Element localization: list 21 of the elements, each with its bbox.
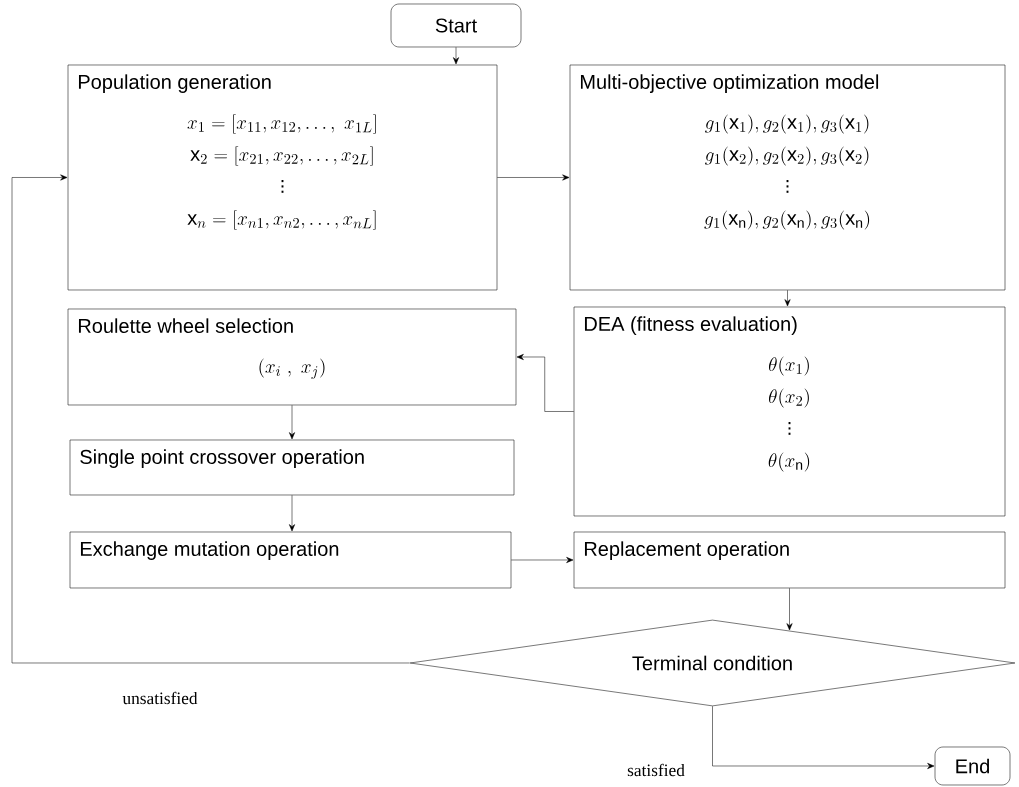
arrow [497, 174, 570, 181]
process-box: Replacement operation [573, 531, 1006, 589]
arrow [712, 706, 935, 769]
arrow [453, 47, 459, 65]
process-box: Multi-objective optimization model $g_1(\mathrm{x}_1), g_2(\mathrm{x}_1), g_3(\mathrm{x}_1)$ $g_1(\mathrm{x}_2), g_2(\mathrm{x}_2), g_3(\mathrm{x}_2)$ $\vdots$ $g_1(\mathrm{x}_\mathrm{n}), g_2(\mathrm{x}_\mathrm{n}), g_3(\mathrm{x}_\mathrm{n})$ [569, 64, 1006, 291]
arrow [11, 174, 410, 664]
process-box: DEA (fitness evaluation) $\theta(x_1)$ $\theta(x_2)$ $\vdots$ $\theta(x_\mathrm{n})$ [573, 306, 1006, 517]
edge-label: unsatisfied [121, 690, 199, 706]
terminal-box: Start [390, 3, 522, 48]
terminal-box: End [934, 746, 1011, 786]
arrow [511, 557, 574, 563]
arrow [786, 588, 793, 631]
arrow [289, 405, 295, 440]
arrow [289, 495, 295, 532]
process-box: Single point crossover operation [69, 439, 515, 496]
process-box: Population generation $x_1 = [x_{11}, x_{12}, \dots,\ x_{1L}]$ $\mathrm{x}_2 = [x_{21}, x_{22}, \dots, x_{2L}]$ $\vdots$ $\mathrm{x}_n = [x_{n1}, x_{n2}, \dots, x_{nL}]$ [67, 64, 498, 291]
process-box: Exchange mutation operation [69, 531, 512, 589]
edge-label: satisfied [625, 762, 687, 778]
process-box: Roulette wheel selection $(x_i\ ,\ x_j)$ [67, 308, 517, 406]
arrow [784, 290, 791, 307]
arrow [516, 354, 574, 412]
